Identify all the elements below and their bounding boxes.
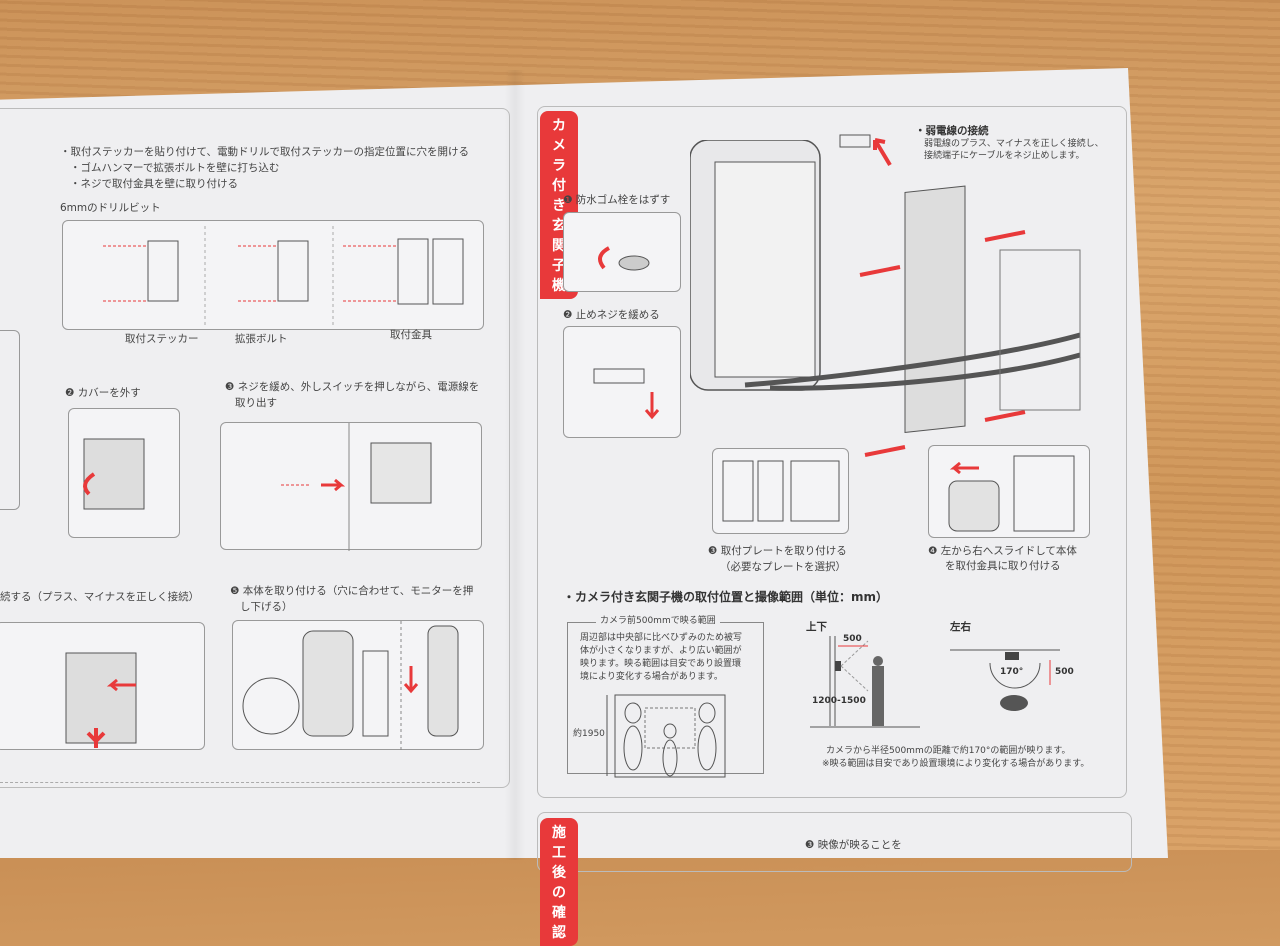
- rs-step4-line2: を取付金具に取り付ける: [945, 560, 1061, 572]
- view-range-figure: [606, 694, 726, 778]
- step1-line3: ・ネジで取付金具を壁に取り付ける: [70, 178, 238, 190]
- section-header-after-install: 施工後の確認: [540, 818, 578, 946]
- page-fold: [505, 70, 525, 860]
- rs-step1-diagram: [563, 212, 681, 292]
- horizontal-range-figure: [950, 649, 1060, 711]
- step5-line1: ❺ 本体を取り付ける（穴に合わせて、モニターを押: [230, 585, 474, 597]
- rs-step4-line1: ❹ 左から右へスライドして本体: [928, 545, 1077, 557]
- wire-connection-title: ・弱電線の接続: [915, 125, 989, 137]
- partial-panel: [0, 330, 20, 510]
- bracket-label: 取付金具: [390, 329, 432, 341]
- horizontal-distance: 500: [1055, 667, 1074, 677]
- step2-diagram: [68, 408, 180, 538]
- range-desc-4: 境により変化する場合があります。: [580, 672, 723, 682]
- right-frame: [537, 106, 1127, 798]
- step2-text: ❷ カバーを外す: [65, 387, 141, 399]
- bolt-label: 拡張ボルト: [235, 333, 288, 345]
- rs-step2-diagram: [563, 326, 681, 438]
- drill-bit-label: 6mmのドリルビット: [60, 202, 161, 214]
- step5-line2: し下げる）: [240, 601, 293, 613]
- vertical-range-figure: [810, 636, 920, 728]
- step1-line2: ・ゴムハンマーで拡張ボルトを壁に打ち込む: [70, 162, 280, 174]
- horizontal-label: 左右: [950, 621, 971, 633]
- step3-diagram: [220, 422, 482, 551]
- step3-line1: ❸ ネジを緩め、外しスイッチを押しながら、電源線を: [225, 381, 480, 393]
- left-frame: [0, 108, 510, 788]
- height-label: 約1950: [573, 729, 605, 739]
- wire-terminal-icon: [839, 134, 892, 167]
- view-angle: 170°: [1000, 667, 1024, 677]
- wire-desc-1: 弱電線のプラス、マイナスを正しく接続し、: [924, 139, 1104, 149]
- rs-step3-line2: （必要なプレートを選択）: [720, 561, 846, 573]
- cut-line: [0, 782, 480, 783]
- range-box-title: カメラ前500mmで映る範囲: [596, 615, 720, 628]
- step4-diagram: [0, 622, 205, 750]
- wire-desc-2: 接続端子にケーブルをネジ止めします。: [924, 151, 1085, 161]
- step1-diagram: [62, 220, 484, 330]
- range-desc-1: 周辺部は中央部に比べひずみのため被写: [580, 633, 743, 643]
- rs-step4-diagram: [928, 445, 1090, 538]
- vertical-label: 上下: [806, 621, 827, 633]
- rs-step3-diagram: [712, 448, 849, 534]
- vertical-distance: 500: [843, 634, 862, 644]
- range-section-title: ・カメラ付き玄関子機の取付位置と撮像範囲（単位：mm）: [563, 590, 889, 604]
- range-desc-2: 体が小さくなりますが、より広い範囲が: [580, 646, 742, 656]
- caption-1: カメラから半径500mmの距離で約170°の範囲が映ります。: [826, 746, 1071, 756]
- caption-2: ※映る範囲は目安であり設置環境により変化する場合があります。: [822, 759, 1090, 769]
- after-step3-partial: ❸ 映像が映ることを: [805, 839, 902, 851]
- step1-line1: ・取付ステッカーを貼り付けて、電動ドリルで取付ステッカーの指定位置に穴を開ける: [60, 146, 469, 158]
- step4-partial: 続する（プラス、マイナスを正しく接続）: [0, 591, 200, 603]
- camera-unit-illustration: [690, 140, 1081, 457]
- mount-height: 1200-1500: [812, 696, 866, 706]
- sticker-label: 取付ステッカー: [125, 333, 199, 345]
- step3-line2: 取り出す: [235, 397, 277, 409]
- step5-diagram: [232, 620, 484, 751]
- rs-step2: ❷ 止めネジを緩める: [563, 309, 660, 321]
- rs-step3-line1: ❸ 取付プレートを取り付ける: [708, 545, 847, 557]
- mounting-diagram: [103, 226, 464, 326]
- rs-step1: ❶ 防水ゴム栓をはずす: [563, 194, 671, 206]
- range-desc-3: 映ります。映る範囲は目安であり設置環: [580, 659, 742, 669]
